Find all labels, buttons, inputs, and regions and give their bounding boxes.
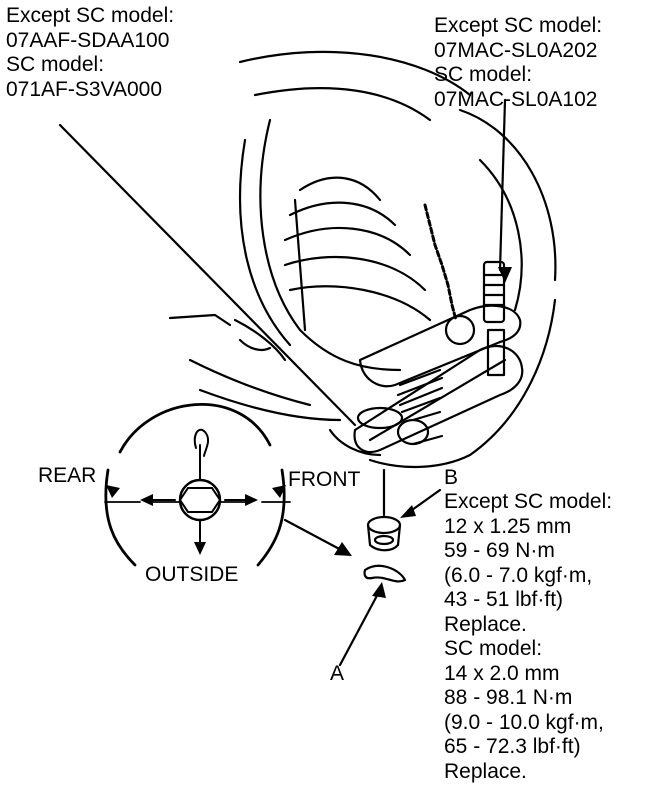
boot-outline bbox=[293, 198, 307, 332]
castle-nut bbox=[366, 523, 402, 552]
boot-outline bbox=[283, 256, 427, 292]
inset-arc bbox=[104, 468, 137, 567]
chain-ring bbox=[444, 314, 476, 346]
spec-line: 88 - 98.1 N·m bbox=[444, 686, 573, 709]
tool-bolt bbox=[486, 328, 506, 377]
hub-outline bbox=[458, 108, 557, 282]
ball-joint bbox=[356, 406, 404, 430]
direction-outside-label: OUTSIDE bbox=[145, 563, 239, 586]
tool-callout-line: 07MAC-SL0A202 bbox=[434, 38, 598, 62]
hub-outline bbox=[478, 158, 523, 312]
tool-callout-line: SC model: bbox=[6, 53, 105, 76]
tool-callout-line: 07MAC-SL0A102 bbox=[434, 87, 598, 111]
spec-line: 65 - 72.3 lbf·ft) bbox=[444, 735, 581, 758]
arrow-head bbox=[140, 494, 153, 506]
tool-callout-line: Except SC model: bbox=[6, 4, 175, 27]
direction-front-label: FRONT bbox=[288, 468, 361, 491]
arrow-head bbox=[372, 582, 386, 598]
spec-line: Except SC model: bbox=[444, 490, 613, 513]
cotter-pin bbox=[363, 564, 407, 583]
tool-bolt-thread bbox=[482, 273, 506, 307]
tool-callout-line: SC model: bbox=[434, 63, 533, 86]
bracket-outline bbox=[168, 313, 232, 327]
tool-callout-line: 071AF-S3VA000 bbox=[6, 77, 163, 101]
chain bbox=[423, 203, 458, 322]
castle-nut bbox=[366, 515, 402, 535]
direction-inset bbox=[104, 402, 291, 567]
arrow-head bbox=[498, 267, 512, 283]
tool-pin bbox=[411, 410, 444, 446]
body-outline bbox=[238, 50, 472, 97]
leader-arrow bbox=[283, 518, 347, 554]
part-label-b: B bbox=[444, 466, 459, 489]
boot-outline bbox=[283, 226, 412, 257]
leader-line bbox=[498, 98, 507, 272]
bracket-outline bbox=[238, 338, 272, 351]
arrow-head bbox=[334, 542, 352, 556]
arrow-head bbox=[400, 505, 416, 518]
boot-outline bbox=[288, 285, 432, 322]
spec-line: Replace. bbox=[444, 759, 527, 783]
tool-callout-line: 07AAF-SDAA100 bbox=[6, 28, 170, 52]
boot-outline bbox=[288, 201, 397, 227]
spec-line: 59 - 69 N·m bbox=[444, 539, 555, 562]
bracket-outline bbox=[188, 358, 312, 407]
inset-arc bbox=[256, 468, 286, 567]
knuckle-outline bbox=[259, 118, 402, 372]
arrow-head bbox=[245, 494, 258, 506]
tool-callout-right: Except SC model: 07MAC-SL0A202 SC model:… bbox=[434, 14, 602, 112]
spec-line: SC model: bbox=[444, 637, 543, 660]
tool-bolt bbox=[482, 260, 506, 324]
direction-rear-label: REAR bbox=[38, 464, 97, 487]
arrow-head bbox=[106, 485, 120, 498]
spec-line: Replace. bbox=[444, 612, 527, 636]
ball-joint-outline bbox=[328, 428, 382, 457]
spec-line: 14 x 2.0 mm bbox=[444, 661, 560, 685]
castle-nut bbox=[373, 534, 395, 546]
spec-line: (9.0 - 10.0 kgf·m, bbox=[444, 710, 604, 734]
arrow-head bbox=[272, 485, 286, 498]
hub-outline bbox=[368, 298, 557, 469]
torque-spec-block: Except SC model: 12 x 1.25 mm 59 - 69 N·… bbox=[444, 490, 612, 784]
inset-pin bbox=[193, 428, 210, 481]
tool-spring bbox=[396, 368, 444, 414]
spec-line: 12 x 1.25 mm bbox=[444, 514, 572, 538]
spec-line: 43 - 51 lbf·ft) bbox=[444, 588, 564, 611]
bracket-outline bbox=[198, 388, 342, 422]
leader-line bbox=[58, 123, 357, 427]
body-outline bbox=[253, 87, 432, 122]
boot-outline bbox=[298, 176, 382, 202]
spec-line: (6.0 - 7.0 kgf·m, bbox=[444, 563, 593, 587]
inset-nut bbox=[178, 478, 222, 522]
arrow-head bbox=[194, 542, 206, 555]
inset-nut bbox=[178, 487, 222, 513]
knuckle-outline bbox=[238, 138, 292, 347]
tool-callout-line: Except SC model: bbox=[434, 14, 603, 37]
inset-arc bbox=[118, 402, 272, 454]
tool-callout-left: Except SC model: 07AAF-SDAA100 SC model:… bbox=[6, 4, 174, 102]
bracket-outline bbox=[233, 318, 287, 362]
leader-line bbox=[338, 588, 382, 667]
part-label-a: A bbox=[330, 662, 345, 685]
